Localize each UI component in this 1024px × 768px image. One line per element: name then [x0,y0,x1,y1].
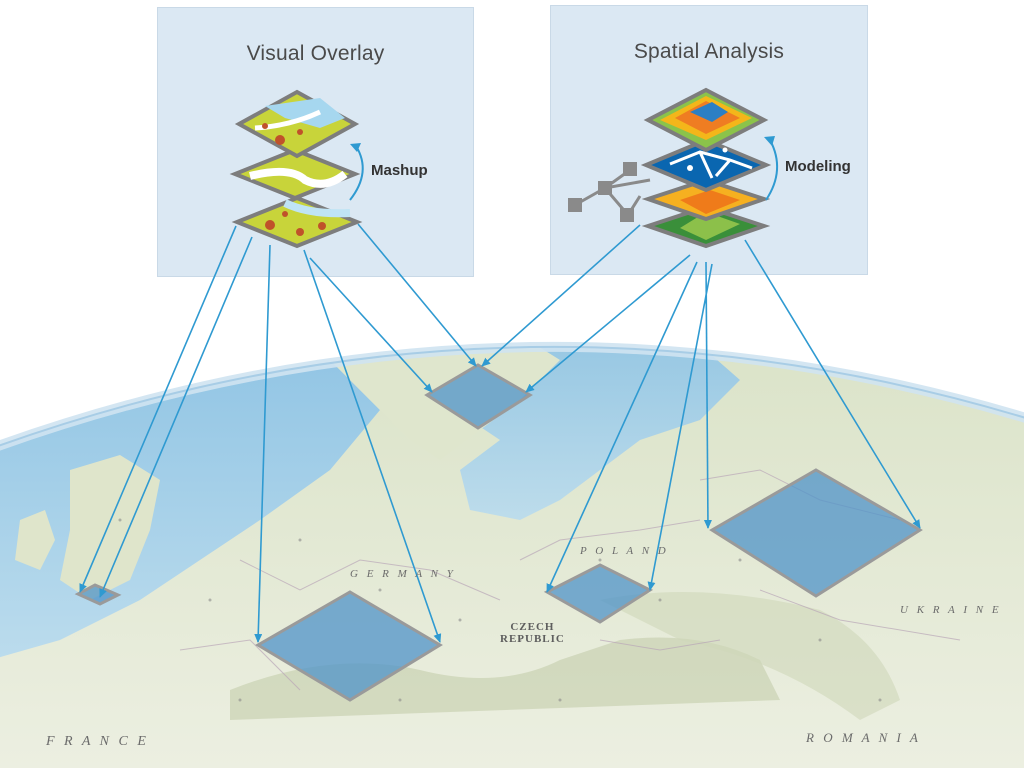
footprint-uk [74,583,122,606]
map-label-romania: R O M A N I A [806,730,921,745]
map-label-czech: CZECH REPUBLIC [500,621,565,645]
modeling-cycle-arrow-icon [765,139,779,201]
network-graph-icon [568,162,651,222]
visual-overlay-title: Visual Overlay [246,42,385,65]
mashup-label: Mashup [371,162,428,179]
footprint-czech [543,563,654,624]
map-label-czech-line2: REPUBLIC [500,633,565,645]
footprint-scandinavia [424,363,533,430]
footprint-belarus [709,468,923,598]
modeling-label: Modeling [785,158,851,175]
mashup-layer-stack-icon [229,89,363,249]
map-label-ukraine: U K R A I N E [900,604,1002,616]
visual-overlay-arrows [79,223,477,643]
spatial-analysis-title: Spatial Analysis [633,40,785,63]
footprint-germany [255,590,443,702]
map-label-france: F R A N C E [46,734,149,749]
modeling-layer-stack-icon [640,87,772,249]
map-label-poland: P O L A N D [580,545,669,557]
mashup-cycle-arrow-icon [349,145,364,201]
map-label-czech-line1: CZECH [510,621,555,633]
spatial-analysis-arrows [481,224,921,593]
map-label-germany: G E R M A N Y [350,568,456,580]
